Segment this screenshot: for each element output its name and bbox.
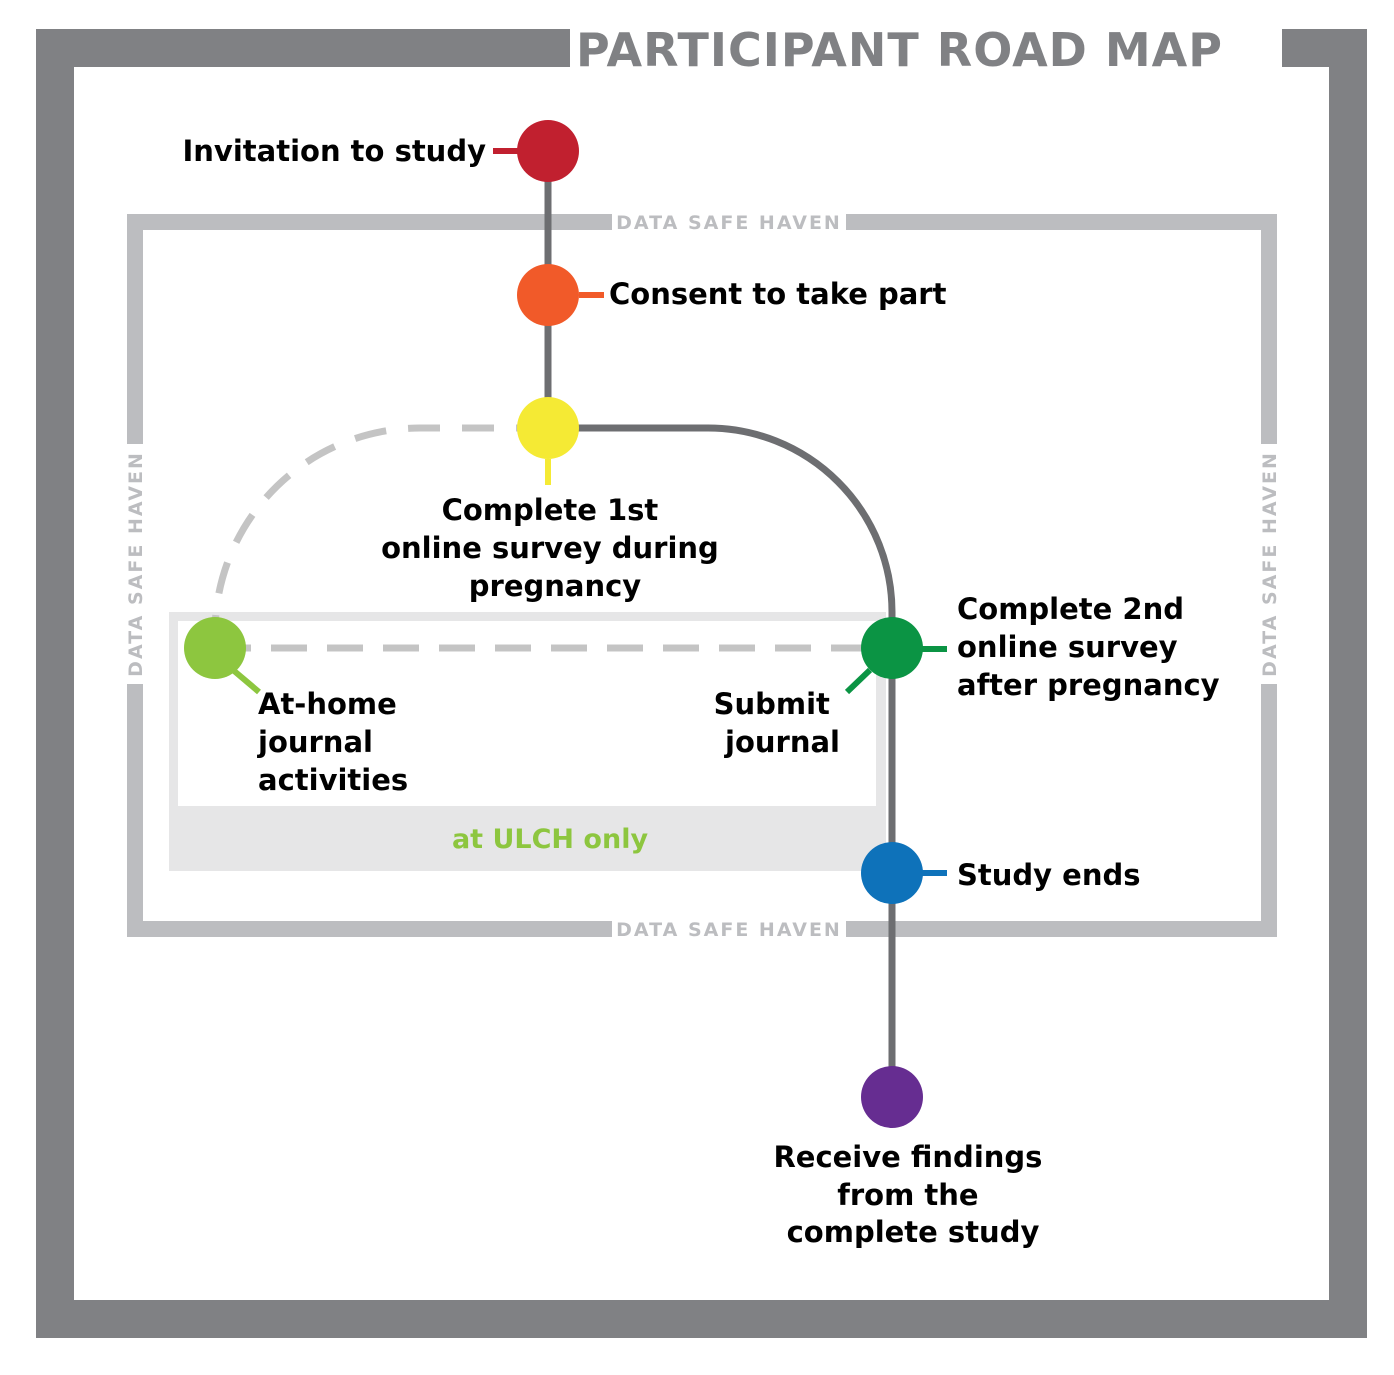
label-line: Study ends bbox=[957, 858, 1141, 892]
label-line: Invitation to study bbox=[183, 134, 487, 168]
label-line: journal bbox=[257, 725, 373, 759]
label-study-ends: Study ends bbox=[957, 858, 1141, 892]
haven-left-gap bbox=[122, 444, 148, 684]
ulch-note: at ULCH only bbox=[452, 824, 648, 855]
haven-right-gap bbox=[1256, 444, 1282, 684]
label-findings: Receive findings from the complete study bbox=[773, 1140, 1052, 1249]
label-line: pregnancy bbox=[469, 569, 642, 603]
label-submit-journal: Submit journal bbox=[714, 687, 840, 759]
haven-label-left: DATA SAFE HAVEN bbox=[125, 451, 147, 677]
stop-consent bbox=[517, 264, 579, 326]
connector-journal-activities bbox=[231, 667, 261, 695]
stop-findings bbox=[861, 1066, 923, 1128]
label-line: online survey during bbox=[381, 531, 719, 565]
label-line: from the bbox=[837, 1178, 978, 1212]
route-dashed-arc bbox=[211, 424, 548, 634]
stop-survey1 bbox=[517, 397, 579, 459]
stop-invitation bbox=[517, 120, 579, 182]
ulch-panel-inner bbox=[178, 621, 876, 806]
haven-label-top: DATA SAFE HAVEN bbox=[616, 212, 842, 234]
label-journal-activities: At-home journal activities bbox=[257, 687, 408, 797]
haven-label-right: DATA SAFE HAVEN bbox=[1259, 451, 1281, 677]
title-gap bbox=[570, 24, 1282, 74]
label-line: Submit bbox=[714, 687, 830, 721]
label-line: after pregnancy bbox=[957, 668, 1220, 702]
label-line: activities bbox=[258, 763, 408, 797]
label-line: Complete 2nd bbox=[957, 592, 1184, 626]
label-line: Consent to take part bbox=[609, 277, 947, 311]
connector-submit-journal bbox=[844, 667, 873, 695]
label-line: online survey bbox=[957, 630, 1178, 664]
haven-label-bottom: DATA SAFE HAVEN bbox=[616, 919, 842, 941]
label-survey2: Complete 2nd online survey after pregnan… bbox=[957, 592, 1220, 702]
label-line: journal bbox=[724, 725, 840, 759]
haven-top-gap bbox=[612, 210, 846, 236]
label-line: complete study bbox=[787, 1215, 1040, 1249]
label-survey1: Complete 1st online survey during pregna… bbox=[381, 493, 729, 603]
label-consent: Consent to take part bbox=[609, 277, 947, 311]
stop-study-ends bbox=[861, 842, 923, 904]
haven-bottom-gap bbox=[612, 917, 846, 943]
route-curve-segment bbox=[548, 424, 896, 1095]
stop-journal-activities bbox=[184, 617, 246, 679]
page-title: PARTICIPANT ROAD MAP bbox=[576, 23, 1223, 77]
label-invitation: Invitation to study bbox=[183, 134, 487, 168]
label-line: At-home bbox=[258, 687, 397, 721]
label-line: Receive findings bbox=[773, 1140, 1042, 1174]
stop-survey2 bbox=[861, 617, 923, 679]
label-line: Complete 1st bbox=[442, 493, 659, 527]
